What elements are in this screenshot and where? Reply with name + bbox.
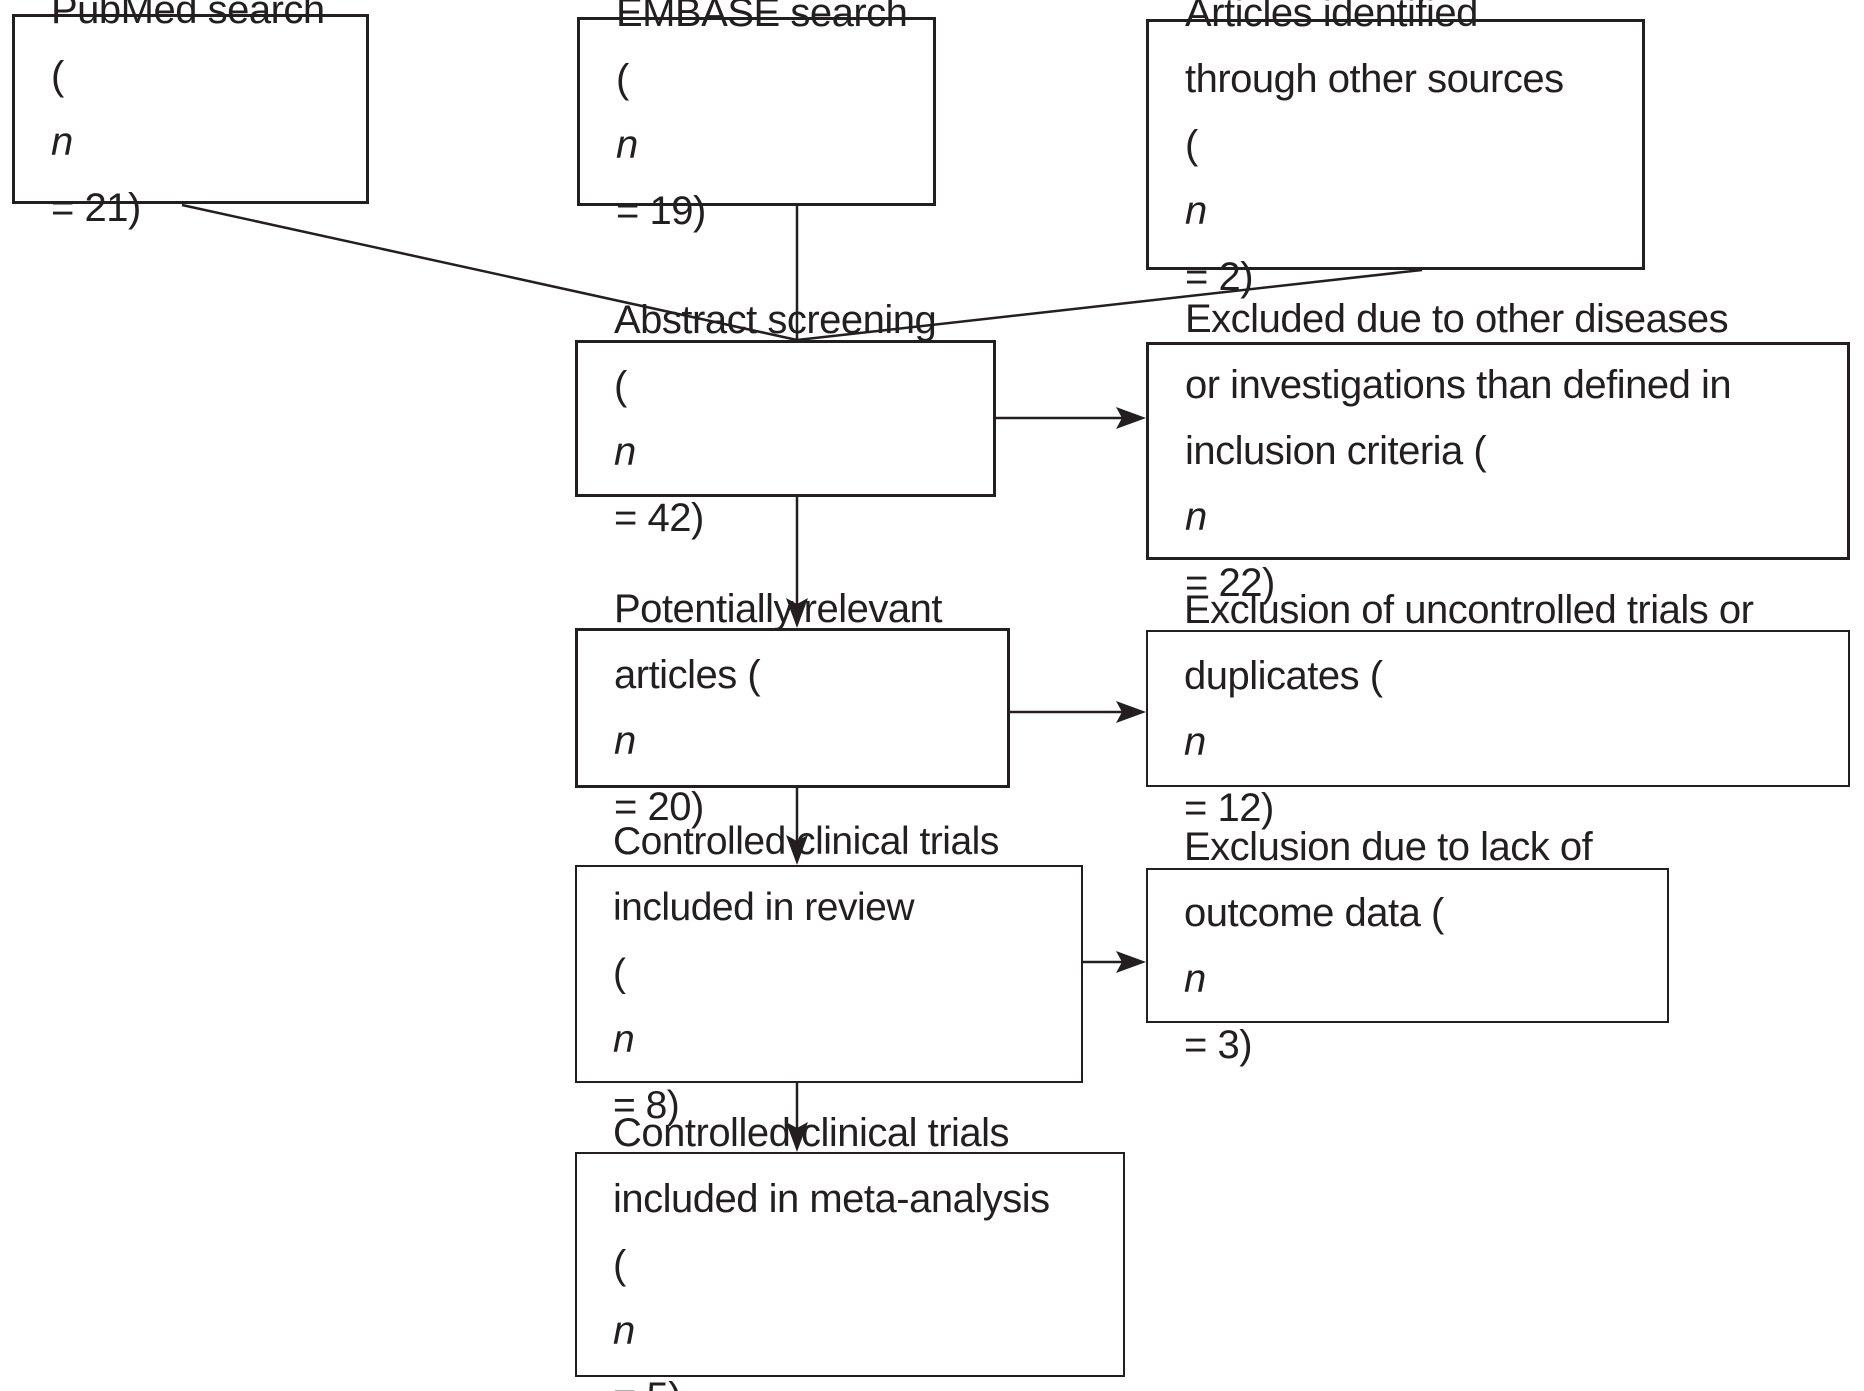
arrowhead-icon xyxy=(786,598,808,628)
connector-pubmed-to-screening xyxy=(181,203,798,342)
arrowhead-icon xyxy=(1116,701,1146,723)
arrowhead-icon xyxy=(786,1122,808,1152)
arrow-screening-to-excluded-criteria xyxy=(996,407,1146,429)
box-abstract-screening: Abstract screening(n = 42) xyxy=(575,298,996,540)
box-embase-search: EMBASE search(n = 19) xyxy=(577,0,936,233)
arrowhead-icon xyxy=(1116,951,1146,973)
arrow-relevant-to-review xyxy=(786,788,808,865)
arrowhead-icon xyxy=(1116,407,1146,429)
box-pubmed-search: PubMed search(n = 21) xyxy=(12,0,369,230)
arrow-review-to-meta-analysis xyxy=(786,1083,808,1152)
arrow-relevant-to-excluded-uncontrolled xyxy=(1010,701,1146,723)
arrow-screening-to-relevant xyxy=(786,497,808,628)
arrowhead-icon xyxy=(786,835,808,865)
arrow-review-to-excluded-outcome xyxy=(1083,951,1146,973)
connector-other-sources-to-screening xyxy=(796,268,1423,342)
